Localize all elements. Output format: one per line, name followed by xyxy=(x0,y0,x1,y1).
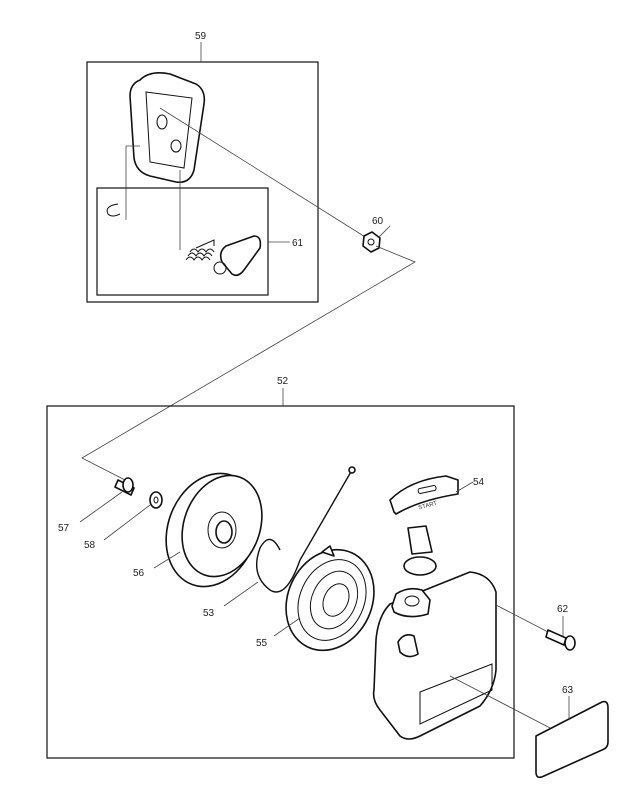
callout-60: 60 xyxy=(372,216,384,227)
handle-start-text: START xyxy=(418,501,438,512)
leader-56 xyxy=(153,551,181,569)
leader-55 xyxy=(273,617,301,637)
assembly-box-61 xyxy=(96,187,269,296)
callout-59: 59 xyxy=(195,31,207,42)
leader-60 xyxy=(377,225,391,239)
pawl-spring xyxy=(185,235,262,277)
leader-54 xyxy=(455,481,474,493)
housing-leaders xyxy=(449,604,555,731)
nut-60 xyxy=(362,231,381,253)
leader-58 xyxy=(103,504,151,541)
assembly-guides xyxy=(125,107,371,250)
callout-57: 57 xyxy=(58,523,70,534)
reel-56 xyxy=(165,472,263,588)
callout-58: 58 xyxy=(84,540,96,551)
callout-54: 54 xyxy=(473,477,485,488)
washer-58 xyxy=(149,491,163,509)
screw-57 xyxy=(114,477,135,496)
callout-61: 61 xyxy=(292,238,304,249)
assembly-box-52 xyxy=(46,405,515,759)
ratchet-plate xyxy=(129,72,206,184)
recoil-spring-55 xyxy=(285,545,375,652)
callout-63: 63 xyxy=(562,685,574,696)
callout-53: 53 xyxy=(203,608,215,619)
label-plate-63 xyxy=(535,700,609,779)
leader-57 xyxy=(79,491,123,523)
callout-62: 62 xyxy=(557,604,569,615)
bolt-62 xyxy=(545,629,576,651)
start-handle-54: START xyxy=(389,475,459,576)
callout-55: 55 xyxy=(256,638,268,649)
clip xyxy=(106,203,121,217)
assembly-box-59 xyxy=(86,61,319,303)
assembly-line xyxy=(81,245,416,481)
callout-52: 52 xyxy=(277,376,289,387)
leader-53 xyxy=(223,581,259,607)
rope-53 xyxy=(256,469,353,593)
starter-housing xyxy=(372,571,497,740)
callout-56: 56 xyxy=(133,568,145,579)
